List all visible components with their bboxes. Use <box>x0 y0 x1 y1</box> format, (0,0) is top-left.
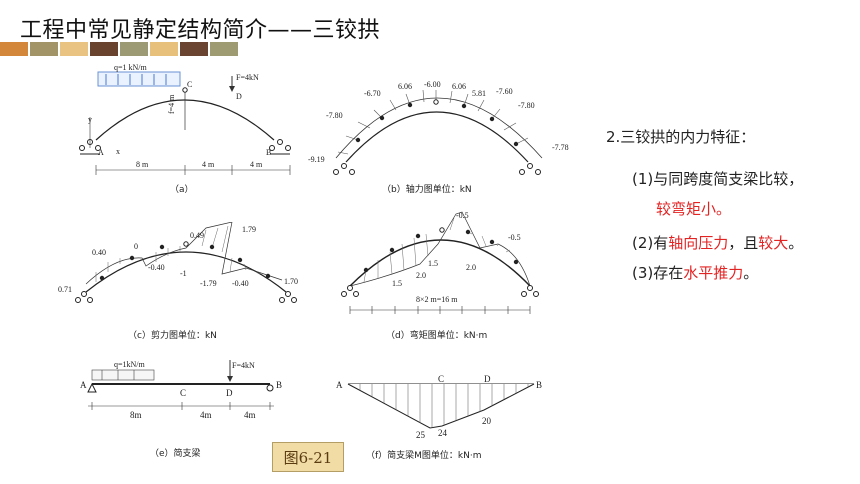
svg-text:4m: 4m <box>200 410 212 420</box>
svg-text:6.06: 6.06 <box>452 82 466 91</box>
svg-text:-0.40: -0.40 <box>232 279 249 288</box>
svg-text:2.0: 2.0 <box>416 271 426 280</box>
svg-text:0.49: 0.49 <box>190 231 204 240</box>
svg-text:-7.78: -7.78 <box>552 143 569 152</box>
color-swatch <box>0 42 28 56</box>
svg-text:1.5: 1.5 <box>428 259 438 268</box>
support-B <box>269 139 291 155</box>
figure-e-beam: q=1kN/m F=4kN A B C D 8m 4m 4m <box>80 360 282 420</box>
axis-x: x <box>116 147 120 156</box>
color-swatch <box>90 42 118 56</box>
caption-c: （c）剪力图单位：kN <box>128 331 217 341</box>
svg-text:D: D <box>484 374 491 384</box>
svg-text:0: 0 <box>134 242 138 251</box>
svg-text:q=1kN/m: q=1kN/m <box>114 360 146 369</box>
caption-a: （a） <box>170 185 194 195</box>
arch-curve <box>95 99 275 141</box>
point-1: (1)与同跨度简支梁比较， <box>632 170 804 188</box>
svg-text:8×2 m=16 m: 8×2 m=16 m <box>416 295 458 304</box>
svg-text:1.70: 1.70 <box>284 277 298 286</box>
color-swatch <box>60 42 88 56</box>
svg-text:-1.79: -1.79 <box>200 279 217 288</box>
svg-text:-1: -1 <box>180 269 187 278</box>
svg-text:1.79: 1.79 <box>242 225 256 234</box>
figure-d-moment: -0.5 -0.5 1.5 2.0 1.5 2.0 8×2 m=16 m <box>341 211 539 314</box>
svg-text:-0.5: -0.5 <box>508 233 521 242</box>
point-B: B <box>266 148 271 157</box>
point-1-continued: 较弯矩小。 <box>656 200 732 218</box>
dim-3: 4 m <box>250 160 263 169</box>
color-swatch <box>120 42 148 56</box>
svg-text:24: 24 <box>438 428 448 438</box>
svg-text:8m: 8m <box>130 410 142 420</box>
color-swatch <box>150 42 178 56</box>
color-strip <box>0 42 238 56</box>
svg-text:C: C <box>438 374 444 384</box>
load-F-label: F=4kN <box>236 73 259 82</box>
svg-text:-7.80: -7.80 <box>518 101 535 110</box>
distributed-load <box>97 71 181 87</box>
svg-text:4m: 4m <box>244 410 256 420</box>
svg-text:-0.5: -0.5 <box>456 211 469 220</box>
svg-text:A: A <box>336 380 343 390</box>
svg-text:25: 25 <box>416 430 426 440</box>
page-title: 工程中常见静定结构简介——三铰拱 <box>20 18 381 43</box>
caption-e: （e）简支梁 <box>150 449 201 459</box>
svg-text:-9.19: -9.19 <box>308 155 325 164</box>
svg-text:2.0: 2.0 <box>466 263 476 272</box>
svg-text:C: C <box>180 388 186 398</box>
svg-text:1.5: 1.5 <box>392 279 402 288</box>
caption-d: （d）弯矩图单位：kN·m <box>386 331 488 341</box>
caption-b: （b）轴力图单位：kN <box>382 185 472 195</box>
load-q-label: q=1 kN/m <box>114 63 148 72</box>
rise-label: f=4 m <box>167 94 176 114</box>
dim-2: 4 m <box>202 160 215 169</box>
color-swatch <box>30 42 58 56</box>
color-swatch <box>180 42 208 56</box>
svg-text:-7.60: -7.60 <box>496 87 513 96</box>
figure-c-shear: 0.71 0.40 0 -0.40 0.49 -1 1.79 -1.79 -0.… <box>58 222 298 303</box>
axis-y: y <box>88 115 92 124</box>
point-D: D <box>236 92 242 101</box>
svg-text:20: 20 <box>482 416 492 426</box>
color-swatch <box>210 42 238 56</box>
svg-text:-7.80: -7.80 <box>326 111 343 120</box>
dim-1: 8 m <box>136 160 149 169</box>
figure-a-arch: q=1 kN/m F=4kN C D f=4 m y x A B 8 m 4 m… <box>79 63 291 175</box>
svg-text:A: A <box>80 380 87 390</box>
support-A <box>79 139 101 155</box>
svg-text:D: D <box>226 388 233 398</box>
figure-b-axial: -9.19 -7.80 -6.70 6.06 -6.00 6.06 5.81 -… <box>308 80 569 175</box>
svg-text:0.71: 0.71 <box>58 285 72 294</box>
svg-text:-6.00: -6.00 <box>424 80 441 89</box>
point-A: A <box>98 148 104 157</box>
point-C: C <box>187 80 192 89</box>
caption-f: （f）简支梁M图单位：kN·m <box>366 451 482 461</box>
svg-text:5.81: 5.81 <box>472 89 486 98</box>
point-2: (2)有轴向压力，且较大。 <box>632 234 804 252</box>
figure-number-label: 图6-21 <box>272 442 344 472</box>
svg-text:0.40: 0.40 <box>92 248 106 257</box>
figure-f-moment: A B C D 25 24 20 <box>336 374 542 440</box>
svg-text:-0.40: -0.40 <box>148 263 165 272</box>
svg-text:6.06: 6.06 <box>398 82 412 91</box>
heading-internal-force: 2.三铰拱的内力特征： <box>606 128 756 146</box>
svg-text:F=4kN: F=4kN <box>232 361 255 370</box>
svg-text:-6.70: -6.70 <box>364 89 381 98</box>
point-3: (3)存在水平推力。 <box>632 264 759 282</box>
svg-text:B: B <box>276 380 282 390</box>
svg-text:B: B <box>536 380 542 390</box>
